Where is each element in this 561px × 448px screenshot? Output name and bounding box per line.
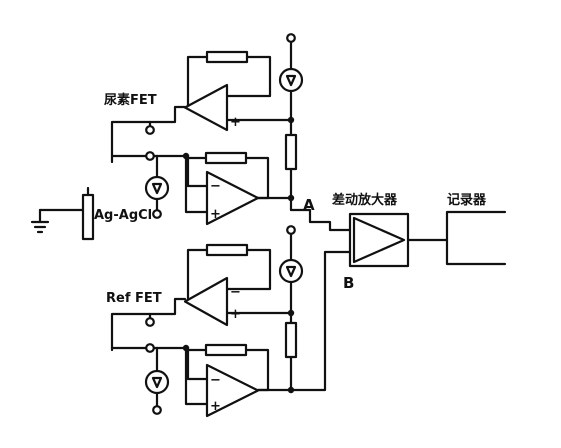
resistor-symbol: [205, 243, 249, 257]
opamp1-feedback-left: [186, 55, 209, 109]
ref-fet-label: Ref FET: [106, 291, 162, 306]
junction-dot: [182, 344, 190, 352]
opamp3-feedback-left: [186, 248, 209, 301]
diff-amp-label: 差动放大器: [332, 192, 398, 208]
current-source-symbol: [144, 369, 170, 395]
open-terminal-symbol: [145, 151, 155, 161]
opamp2-feedback-right: [244, 156, 270, 200]
resistor-symbol: [204, 343, 248, 357]
current-source-arrow: [285, 265, 297, 278]
resistor-symbol: [205, 50, 249, 64]
open-terminal-symbol: [145, 317, 155, 327]
opamp1-output: [110, 105, 187, 164]
junction-dot: [287, 386, 295, 394]
current-source-ring: [144, 175, 170, 201]
current-source-arrow: [151, 182, 163, 195]
opamp-3: [183, 276, 229, 327]
resistor-symbol: [204, 151, 248, 165]
opamp4-feedback-right: [244, 348, 270, 392]
opamp2-plus: +: [210, 207, 221, 222]
opamp3-plus: +: [230, 307, 241, 322]
open-terminal-symbol: [145, 125, 155, 135]
opamp1-minus: −: [230, 89, 241, 104]
current-source-ring: [144, 369, 170, 395]
opamp2-plus-in: [148, 154, 209, 214]
opamp-2: [205, 170, 260, 226]
opamp4-feedback-left: [186, 348, 208, 381]
opamp1-feedback-right: [225, 55, 272, 98]
opamp4-plus-in: [148, 346, 209, 406]
current-source-arrow: [285, 74, 297, 87]
current-source-arrow: [151, 376, 163, 389]
junction-dot: [287, 194, 295, 202]
junction-dot: [182, 152, 190, 160]
current-source-symbol: [144, 175, 170, 201]
current-source-symbol: [278, 67, 304, 93]
current-source-ring: [278, 258, 304, 284]
opamp3-feedback-right: [225, 248, 272, 291]
opamp-4: [205, 363, 260, 418]
node-a-wire: [289, 208, 352, 232]
recorder-box: [445, 210, 507, 266]
opamp3-output: [110, 297, 187, 352]
node-a-label: A: [303, 196, 315, 214]
node-b-label: B: [343, 274, 354, 292]
opamp4-minus: −: [210, 373, 221, 388]
opamp4-plus: +: [210, 399, 221, 414]
opamp-1: [183, 83, 229, 132]
open-terminal-symbol: [152, 405, 162, 415]
open-terminal-symbol: [145, 343, 155, 353]
junction-dot: [287, 116, 295, 124]
ground-symbol: [30, 220, 50, 234]
open-terminal-symbol: [286, 225, 296, 235]
recorder-label: 记录器: [447, 193, 487, 208]
current-source-symbol: [278, 258, 304, 284]
opamp1-plus: +: [230, 115, 241, 130]
components: [30, 33, 410, 418]
open-terminal-symbol: [152, 209, 162, 219]
current-source-ring: [278, 67, 304, 93]
opamp2-minus: −: [210, 179, 221, 194]
node-b-wire: [256, 250, 352, 392]
resistor-symbol: [284, 321, 298, 359]
opamp2-feedback-left: [186, 156, 208, 188]
junction-dot: [287, 309, 295, 317]
diff-amp-triangle: [352, 216, 406, 264]
opamp3-minus: −: [230, 285, 241, 300]
electrode-label: Ag-AgCl: [94, 208, 152, 223]
resistor-symbol: [284, 133, 298, 171]
urea-fet-label: 尿素FET: [104, 92, 157, 108]
open-terminal-symbol: [286, 33, 296, 43]
resistor-symbol: [81, 193, 95, 241]
